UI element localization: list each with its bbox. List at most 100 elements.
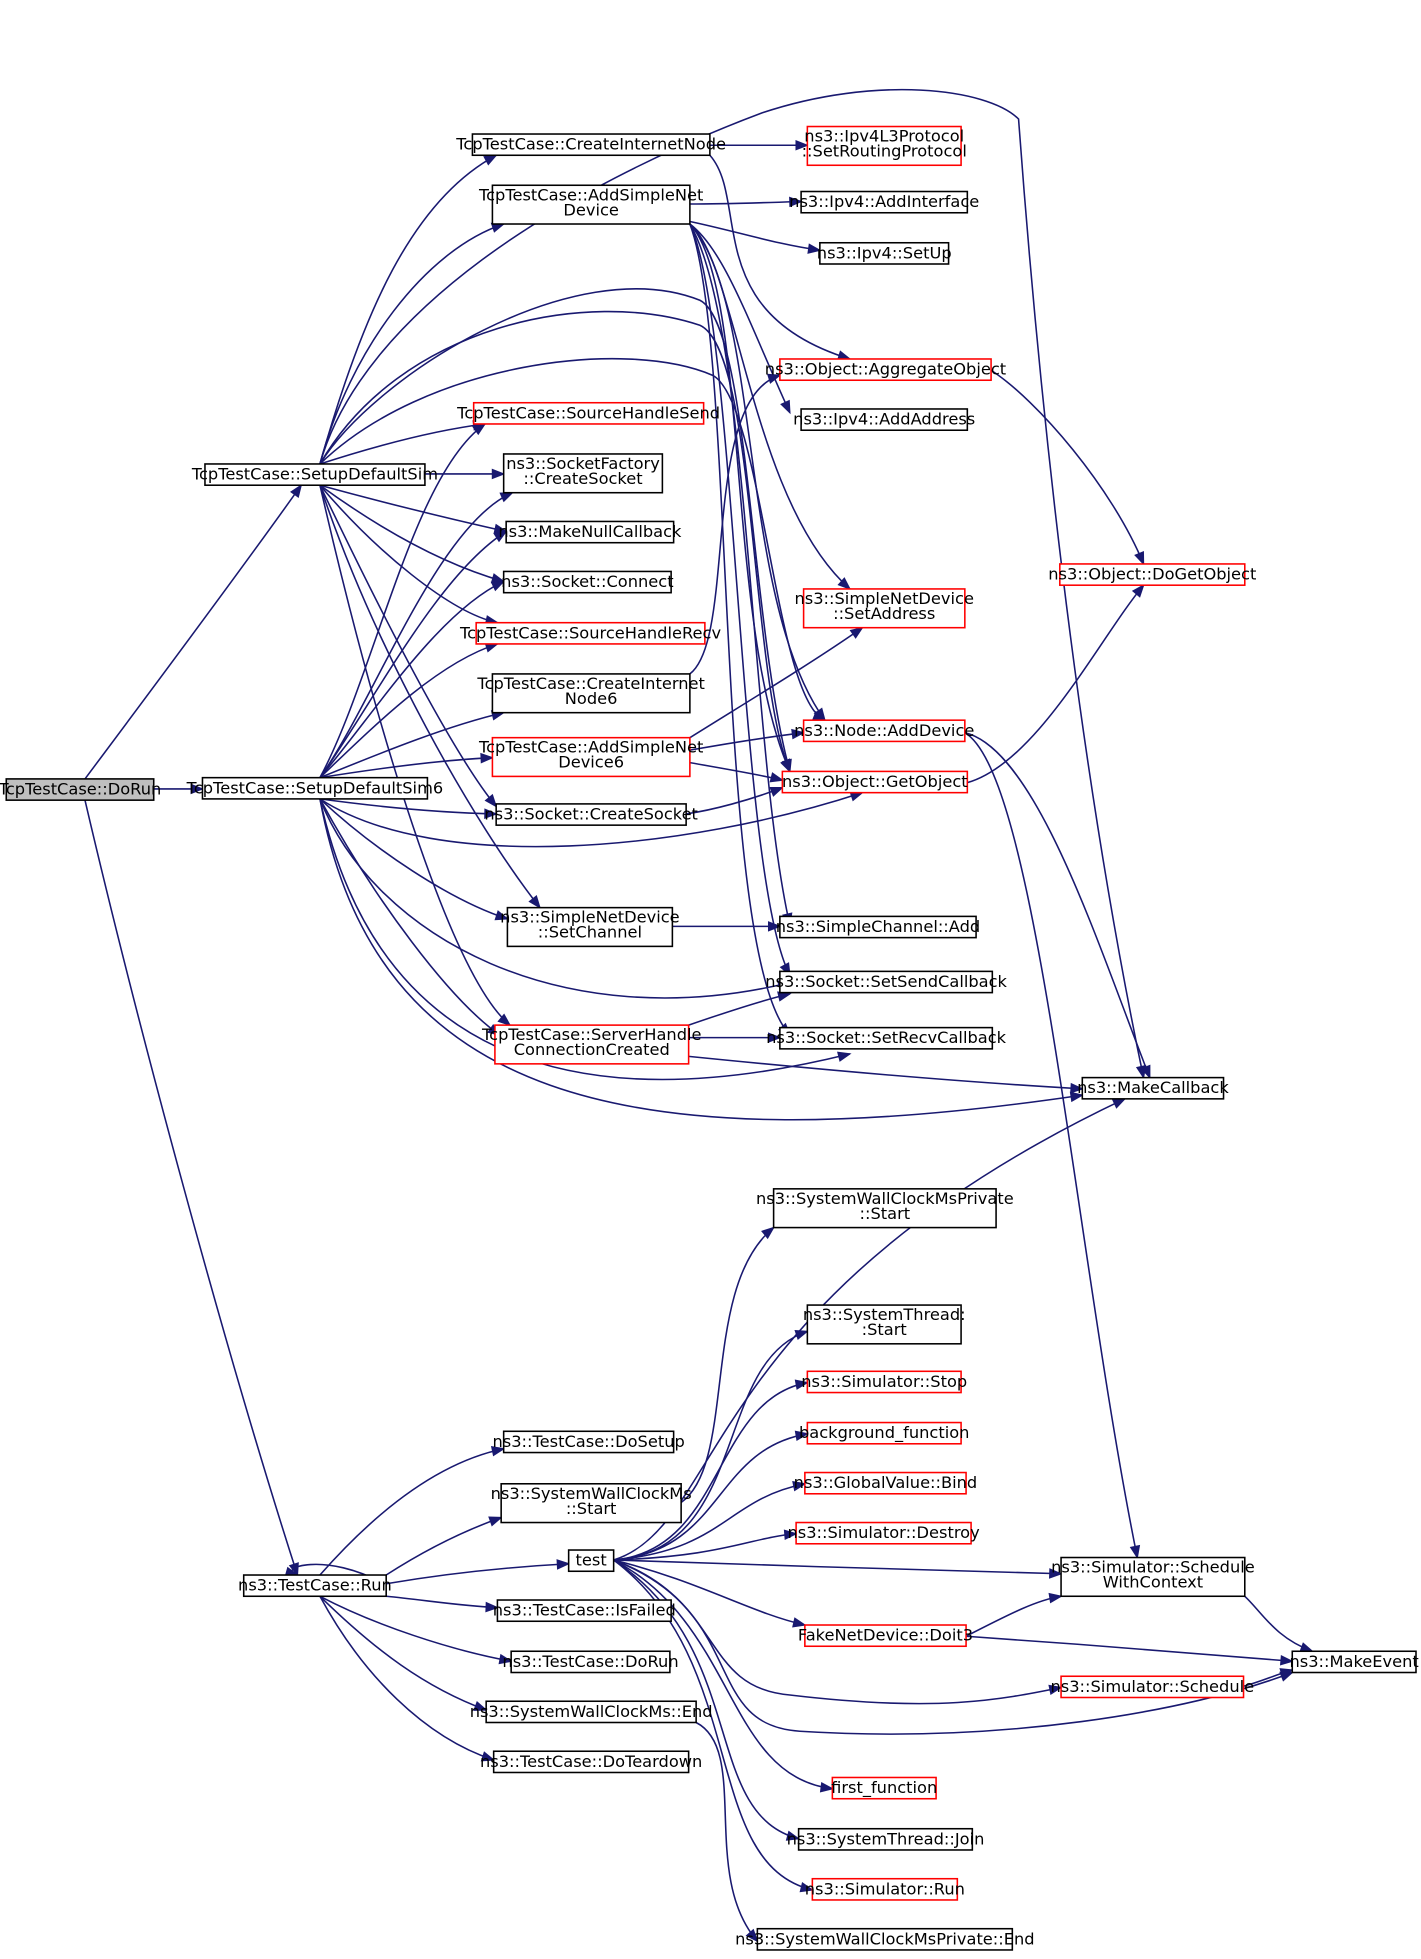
node-label: ns3::SimpleChannel::Add xyxy=(776,917,980,936)
node-box xyxy=(779,915,977,939)
node-box xyxy=(502,570,672,594)
arrowhead xyxy=(791,728,806,740)
arrowhead xyxy=(485,1601,500,1613)
node-label: TcpTestCase::DoRun xyxy=(0,780,161,799)
node-ipv-4-add-address[interactable]: ns3::Ipv4::AddAddress xyxy=(793,408,975,432)
node-object-get-object[interactable]: ns3::Object::GetObject xyxy=(781,770,969,794)
node-source-handle-recv[interactable]: TcpTestCase::SourceHandleRecv xyxy=(459,621,721,645)
node-label: ns3::TestCase::DoTeardown xyxy=(480,1752,702,1771)
call-edge xyxy=(613,1559,833,1790)
node-object-aggregate[interactable]: ns3::Object::AggregateObject xyxy=(765,358,1006,382)
node-socket-create-socket[interactable]: ns3::Socket::CreateSocket xyxy=(484,803,698,826)
arrowhead xyxy=(767,921,782,932)
node-fake-net-device-doit-3[interactable]: FakeNetDevice::Doit3 xyxy=(798,1624,973,1648)
node-socket-set-send-callback[interactable]: ns3::Socket::SetSendCallback xyxy=(765,970,1008,994)
node-node-add-device[interactable]: ns3::Node::AddDevice xyxy=(794,719,974,743)
node-ipv-4-set-up[interactable]: ns3::Ipv4::SetUp xyxy=(817,241,952,265)
node-setup-default-sim[interactable]: TcpTestCase::SetupDefaultSim xyxy=(191,463,438,486)
call-edge xyxy=(319,580,504,779)
node-simulator-run[interactable]: ns3::Simulator::Run xyxy=(805,1877,965,1901)
arrowhead xyxy=(795,139,810,151)
node-test-case-do-teardown[interactable]: ns3::TestCase::DoTeardown xyxy=(480,1750,702,1774)
node-test[interactable]: test xyxy=(567,1549,615,1573)
node-object-do-get-object[interactable]: ns3::Object::DoGetObject xyxy=(1048,563,1256,586)
arrowhead xyxy=(494,910,510,921)
node-label: TcpTestCase::SourceHandleSend xyxy=(456,403,720,422)
node-label: ns3::Node::AddDevice xyxy=(794,721,974,740)
node-wall-clock-end[interactable]: ns3::SystemWallClockMs::End xyxy=(470,1700,713,1724)
node-source-handle-send[interactable]: TcpTestCase::SourceHandleSend xyxy=(456,401,720,425)
call-edge xyxy=(319,798,791,999)
arrowhead xyxy=(480,752,495,764)
node-label: ns3::SimpleNetDevice xyxy=(794,589,973,608)
call-edge xyxy=(319,484,504,583)
node-box xyxy=(510,1650,671,1674)
arrowhead xyxy=(819,1781,835,1793)
node-do-run[interactable]: TcpTestCase::DoRun xyxy=(0,778,161,801)
node-socket-connect[interactable]: ns3::Socket::Connect xyxy=(501,570,674,594)
node-test-case-is-failed[interactable]: ns3::TestCase::IsFailed xyxy=(493,1599,676,1623)
node-label: ns3::Socket::CreateSocket xyxy=(484,805,698,824)
node-label: TcpTestCase::CreateInternetNode xyxy=(455,135,726,154)
call-edge xyxy=(689,223,826,721)
call-edge xyxy=(319,1595,512,1663)
node-label: ns3::Ipv4L3Protocol xyxy=(804,127,964,146)
node-simulator-stop[interactable]: ns3::Simulator::Stop xyxy=(801,1370,967,1394)
node-simple-net-set-address[interactable]: ns3::SimpleNetDevice::SetAddress xyxy=(794,588,974,629)
nodes-layer: TcpTestCase::DoRun TcpTestCase::SetupDefa… xyxy=(0,125,1419,1951)
arrowhead xyxy=(1049,1568,1063,1579)
node-server-handle-conn[interactable]: TcpTestCase::ServerHandleConnectionCreat… xyxy=(481,1024,702,1065)
node-make-callback[interactable]: ns3::MakeCallback xyxy=(1077,1076,1229,1100)
node-system-thread-join[interactable]: ns3::SystemThread::Join xyxy=(787,1827,985,1851)
node-label: ns3::Ipv4::AddInterface xyxy=(789,192,979,211)
node-label: ::Start xyxy=(566,1499,617,1518)
node-box xyxy=(485,1700,697,1724)
arrowhead xyxy=(499,492,514,503)
node-label: ns3::SystemWallClockMs xyxy=(491,1484,692,1503)
call-edge xyxy=(613,1098,1126,1561)
node-create-internet-node[interactable]: TcpTestCase::CreateInternetNode xyxy=(455,133,726,157)
arrowhead xyxy=(480,1751,496,1762)
arrowhead xyxy=(794,1430,810,1442)
node-simulator-destroy[interactable]: ns3::Simulator::Destroy xyxy=(787,1521,980,1545)
node-make-null-callback[interactable]: ns3::MakeNullCallback xyxy=(498,520,682,544)
node-simulator-schedule[interactable]: ns3::Simulator::Schedule xyxy=(1050,1675,1254,1699)
node-make-event[interactable]: ns3::MakeEvent xyxy=(1289,1650,1419,1674)
node-wall-clock-priv-start[interactable]: ns3::SystemWallClockMsPrivate::Start xyxy=(756,1188,1014,1229)
node-box xyxy=(5,778,155,801)
call-edge xyxy=(689,223,791,1036)
node-setup-default-sim-6[interactable]: TcpTestCase::SetupDefaultSim6 xyxy=(186,776,444,800)
node-socket-set-recv-callback[interactable]: ns3::Socket::SetRecvCallback xyxy=(766,1026,1007,1050)
node-system-thread-start[interactable]: ns3::SystemThread::Start xyxy=(803,1304,966,1345)
node-test-case-do-run[interactable]: ns3::TestCase::DoRun xyxy=(502,1650,679,1674)
node-socket-factory-create[interactable]: ns3::SocketFactory::CreateSocket xyxy=(502,453,664,494)
node-ipv-4l-3-set-routing[interactable]: ns3::Ipv4L3Protocol::SetRoutingProtocol xyxy=(802,125,967,167)
node-first-function[interactable]: first_function xyxy=(831,1776,937,1800)
call-edge xyxy=(689,200,802,205)
node-box xyxy=(779,1026,994,1050)
node-test-case-run[interactable]: ns3::TestCase::Run xyxy=(238,1574,392,1598)
arrowhead xyxy=(849,626,864,639)
call-edge xyxy=(613,1483,806,1561)
node-ipv-4-add-interface[interactable]: ns3::Ipv4::AddInterface xyxy=(789,190,979,214)
arrowhead xyxy=(799,1882,815,1893)
node-simple-net-set-channel[interactable]: ns3::SimpleNetDevice::SetChannel xyxy=(500,906,680,948)
arrowhead xyxy=(497,1013,512,1027)
node-wall-clock-start[interactable]: ns3::SystemWallClockMs::Start xyxy=(491,1483,692,1524)
arrowhead xyxy=(472,422,487,436)
node-label: TcpTestCase::SetupDefaultSim xyxy=(191,465,438,484)
node-test-case-do-setup[interactable]: ns3::TestCase::DoSetup xyxy=(492,1430,685,1454)
node-label: ns3::MakeEvent xyxy=(1289,1652,1418,1671)
node-global-value-bind[interactable]: ns3::GlobalValue::Bind xyxy=(794,1471,978,1495)
call-edge xyxy=(689,627,863,739)
call-edge xyxy=(689,223,791,926)
node-simple-channel-add[interactable]: ns3::SimpleChannel::Add xyxy=(776,915,980,939)
node-background-function[interactable]: background_function xyxy=(799,1421,969,1445)
call-edge xyxy=(319,530,507,779)
node-wall-clock-priv-end[interactable]: ns3::SystemWallClockMsPrivate::End xyxy=(735,1927,1035,1951)
arrowhead xyxy=(769,772,785,783)
